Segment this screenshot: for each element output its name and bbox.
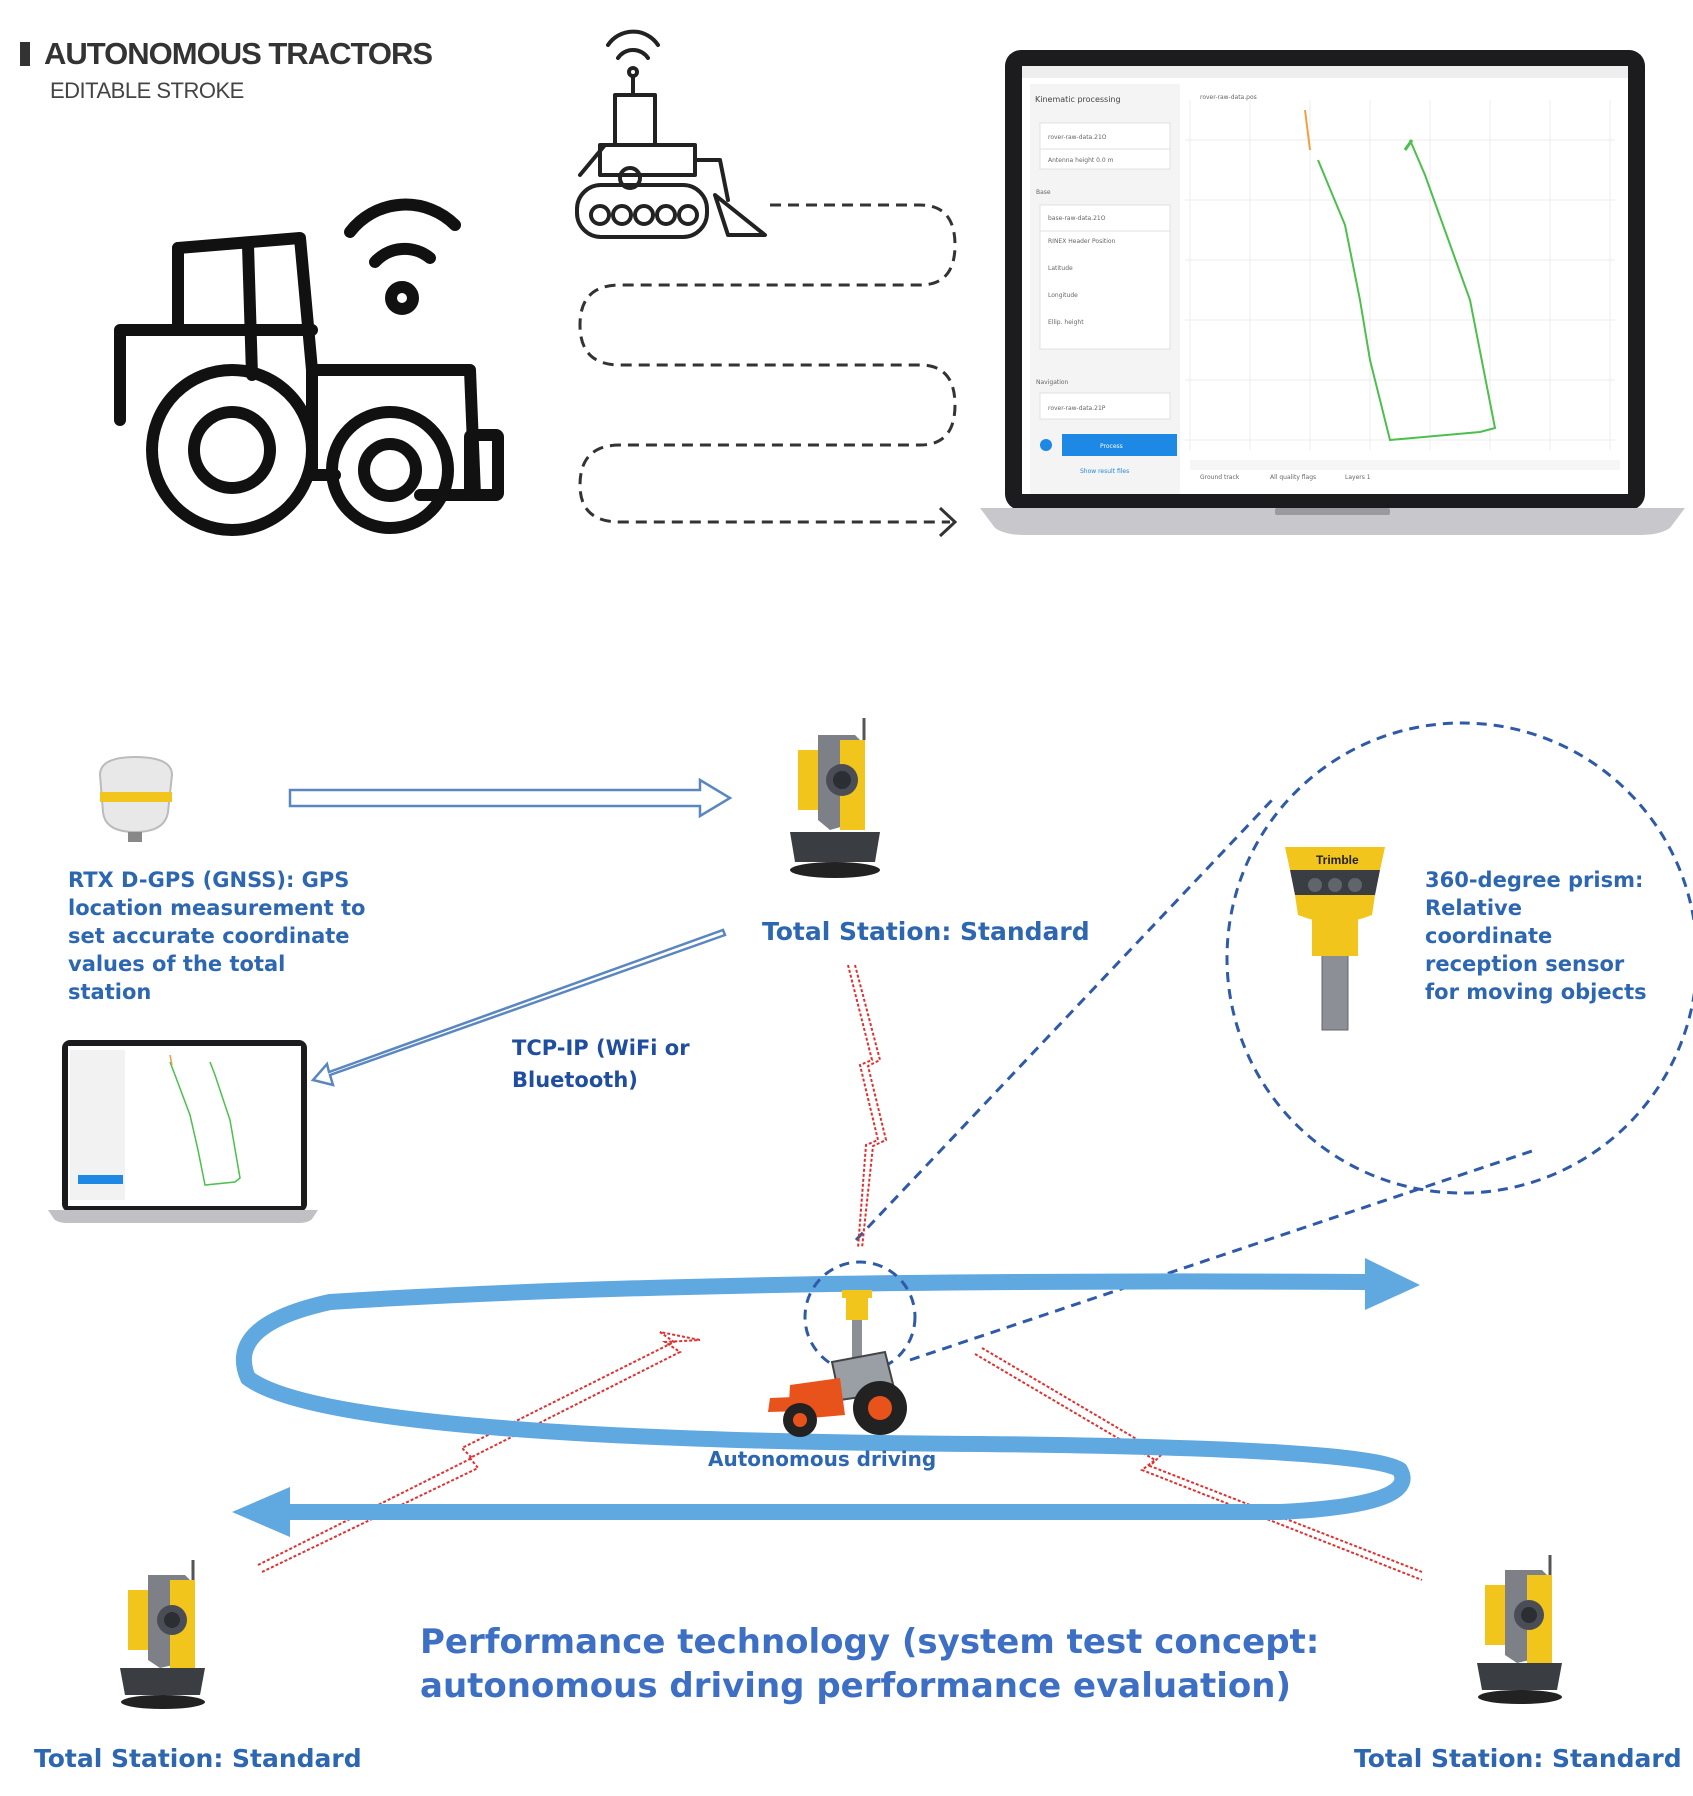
software-base-position[interactable]: RINEX Header Position <box>1048 238 1116 245</box>
tcp-label: TCP-IP (WiFi or Bluetooth) <box>512 1036 690 1092</box>
software-process-button[interactable]: Process <box>1100 443 1123 450</box>
software-footer-layers[interactable]: Layers 1 <box>1345 474 1371 481</box>
total-station-icon <box>120 1560 205 1709</box>
software-ellip-height: Ellip. height <box>1048 319 1084 326</box>
serpentine-path <box>578 203 957 524</box>
total-station-icon <box>790 718 880 878</box>
software-base-file: base-raw-data.21O <box>1048 215 1106 222</box>
software-tab[interactable]: rover-raw-data.pos <box>1200 94 1257 101</box>
prism-brand: Trimble <box>1316 853 1359 867</box>
tractor-photo-icon <box>768 1290 907 1437</box>
gnss-receiver-icon <box>98 755 174 842</box>
software-nav-file: rover-raw-data.21P <box>1048 405 1106 412</box>
prism-callout-circle <box>1225 721 1693 1195</box>
gnss-label: RTX D-GPS (GNSS): GPS location measureme… <box>68 868 366 1004</box>
tractor-icon <box>114 232 504 536</box>
gnss-link-arrow <box>288 777 733 819</box>
page-title: AUTONOMOUS TRACTORS <box>20 36 433 72</box>
page-title-text: AUTONOMOUS TRACTORS <box>44 36 433 71</box>
total-station-right-label: Total Station: Standard <box>1354 1744 1682 1773</box>
caption: Performance technology (system test conc… <box>420 1622 1320 1706</box>
prism-icon: Trimble <box>1285 847 1385 1031</box>
driving-track <box>232 1258 1420 1537</box>
software-rover-file: rover-raw-data.21O <box>1048 134 1107 141</box>
laptop-icon: Kinematic processing rover-raw-data.pos … <box>980 50 1685 535</box>
page-subtitle: EDITABLE STROKE <box>50 78 244 103</box>
software-panel-title: Kinematic processing <box>1035 95 1121 104</box>
crawler-icon <box>575 29 767 239</box>
serpentine-arrowhead <box>938 506 958 538</box>
software-footer-flags[interactable]: All quality flags <box>1270 474 1316 481</box>
total-station-left-label: Total Station: Standard <box>34 1744 362 1773</box>
wifi-icon <box>344 198 461 315</box>
software-navigation-section: Navigation <box>1036 379 1069 386</box>
software-antenna: Antenna height 0.0 m <box>1048 157 1114 164</box>
total-station-top-label: Total Station: Standard <box>762 917 1090 946</box>
title-bar-icon <box>20 42 30 66</box>
callout-line-lower <box>909 1148 1536 1362</box>
software-show-files[interactable]: Show result files <box>1080 468 1129 475</box>
callout-line-upper <box>854 798 1274 1242</box>
total-station-icon <box>1477 1555 1562 1704</box>
autonomous-driving-label: Autonomous driving <box>708 1447 937 1471</box>
software-footer-ground[interactable]: Ground track <box>1200 474 1240 481</box>
software-base-section: Base <box>1036 189 1051 196</box>
software-longitude: Longitude <box>1048 292 1078 299</box>
prism-label: 360-degree prism: Relative coordinate re… <box>1425 868 1647 1004</box>
laptop-icon <box>48 1040 318 1223</box>
software-latitude: Latitude <box>1048 265 1073 272</box>
tcp-link-arrow <box>310 928 727 1087</box>
